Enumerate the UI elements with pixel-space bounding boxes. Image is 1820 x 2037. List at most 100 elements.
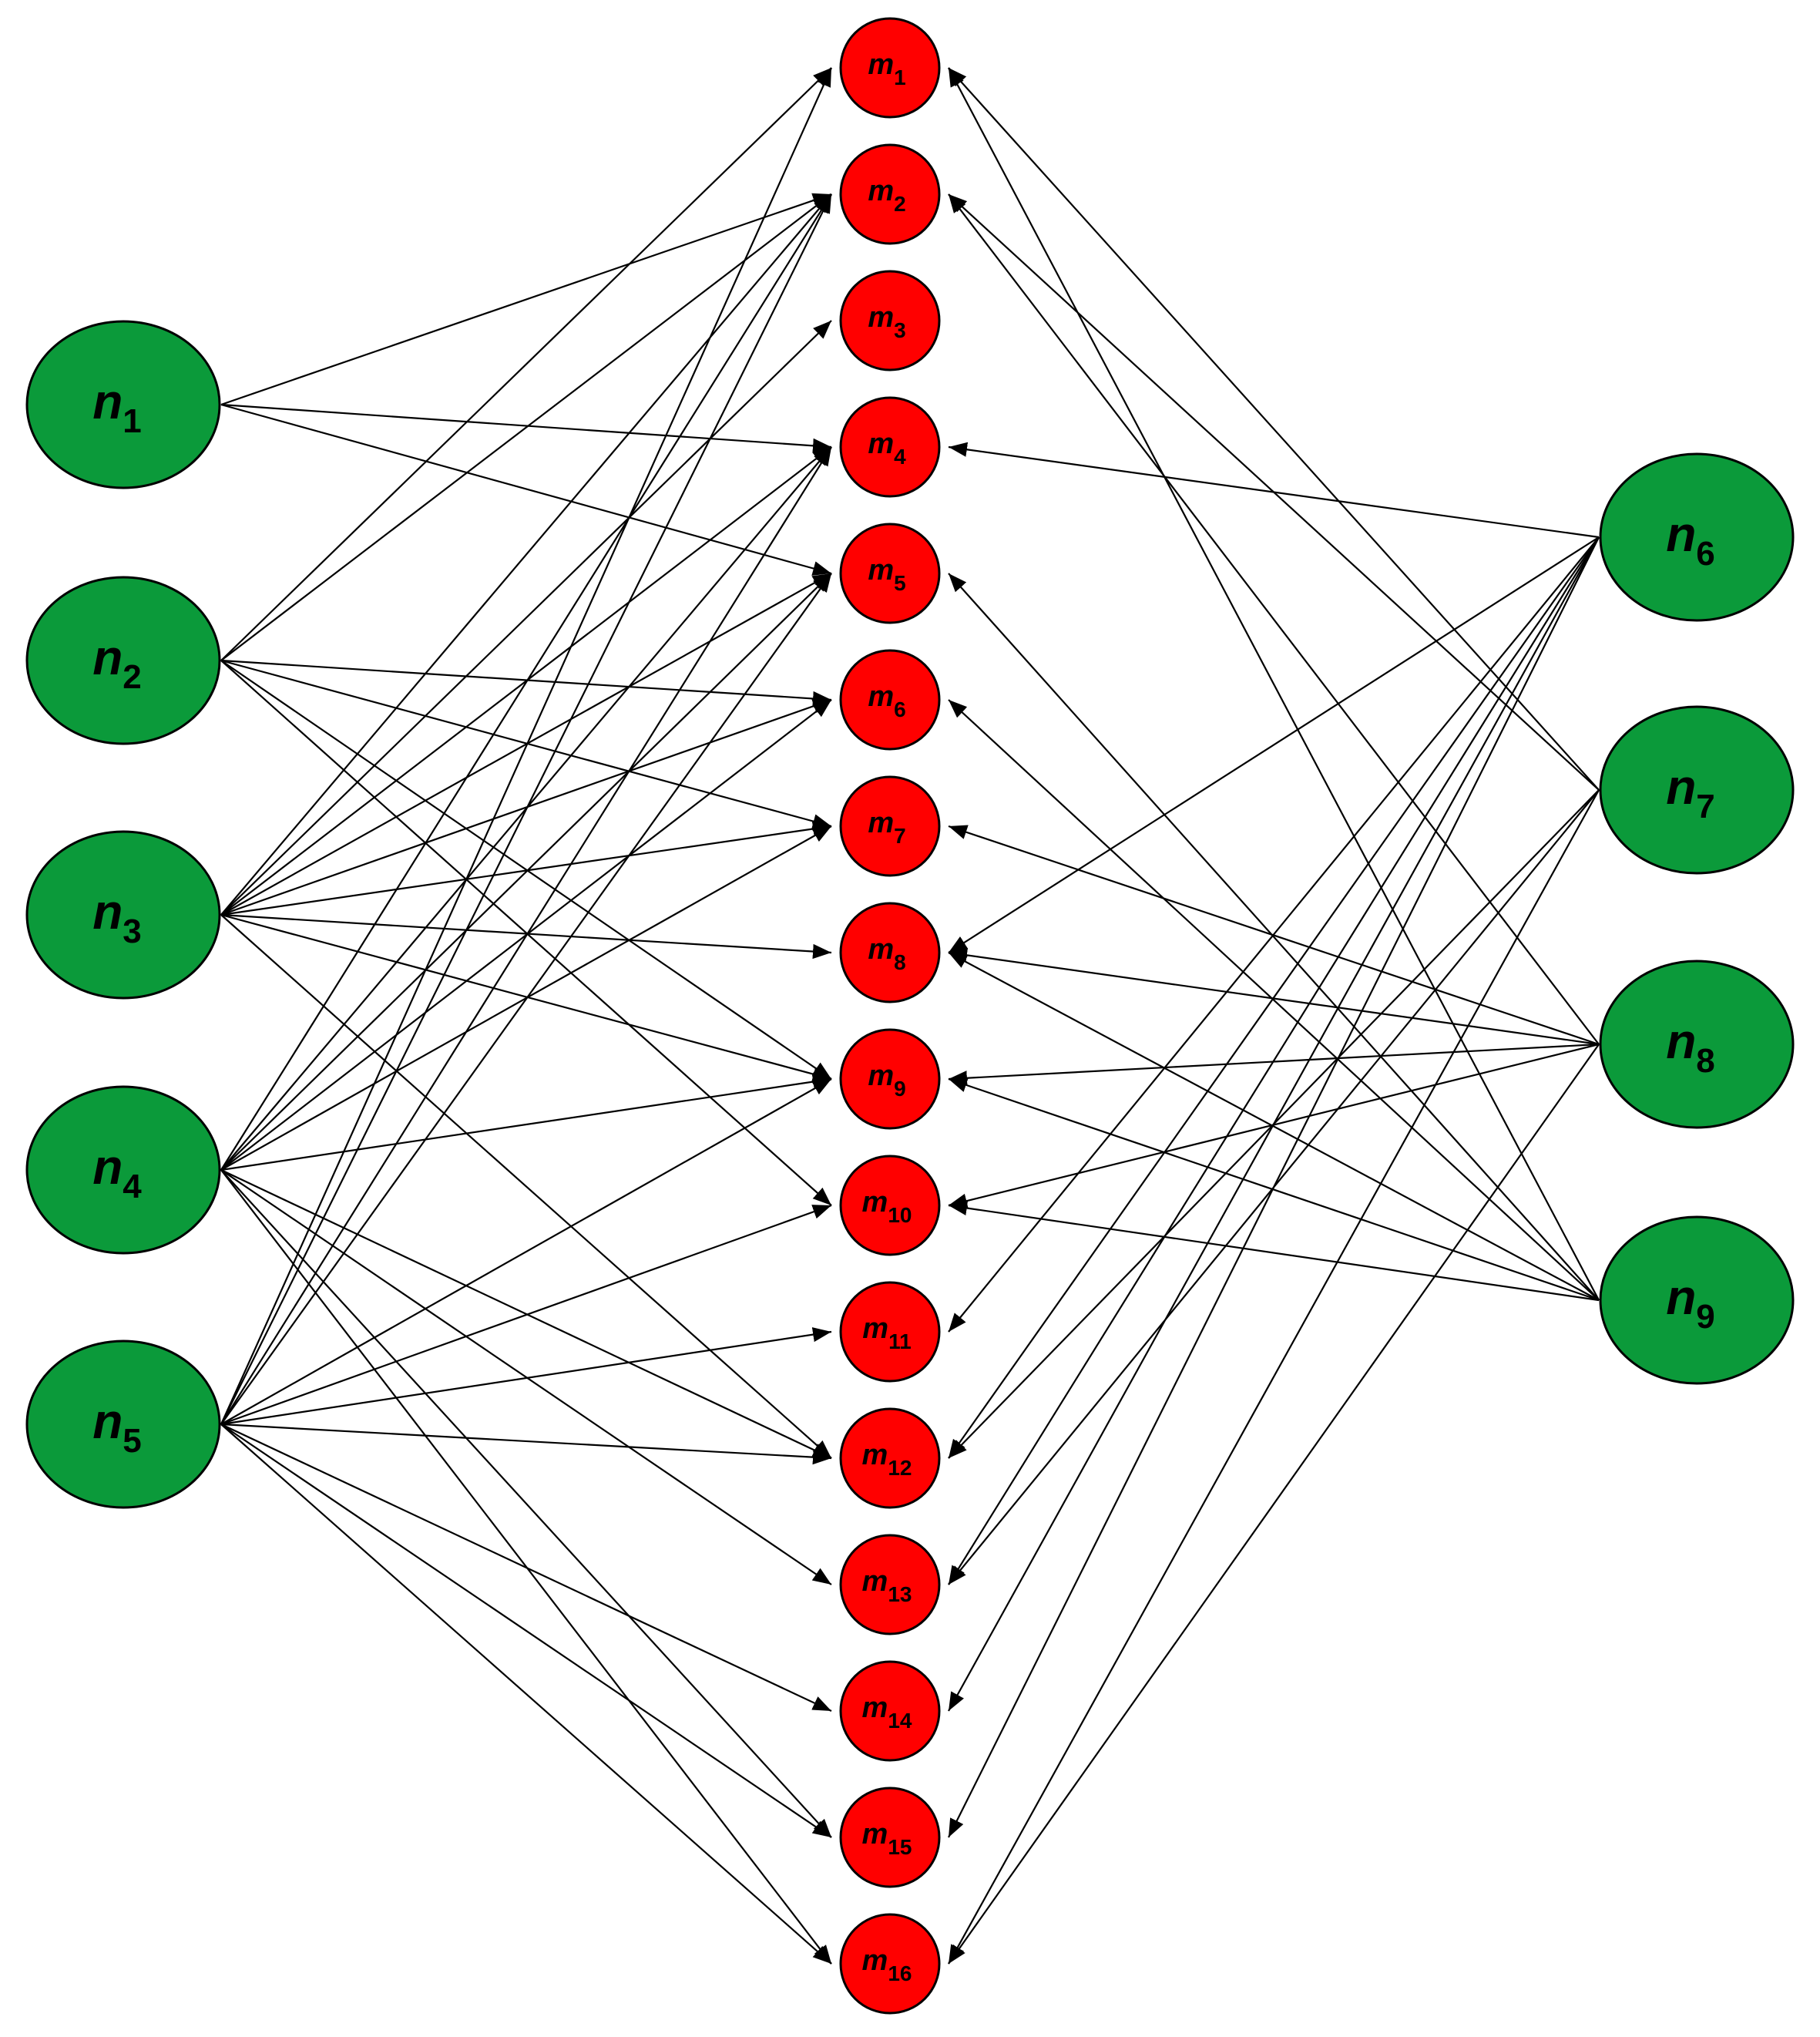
node-label-base: n [92,374,123,429]
node-label-base: n [92,1139,123,1195]
target-node-circle [839,649,941,751]
edge-n7-m13 [948,789,1600,1585]
source-node-label: n5 [92,1393,142,1460]
edge-n5-m16 [220,1424,832,1965]
target-node-circle [839,902,941,1003]
target-node-circle [839,1281,941,1383]
edge-n5-m4 [220,446,832,1425]
node-label-subscript: 15 [888,1835,912,1859]
edge-n2-m1 [220,67,832,661]
node-label-base: m [862,1945,888,1977]
edge-n1-m4 [220,403,832,453]
edge-n8-m10 [948,1043,1600,1208]
source-node-n6: n6 [1599,452,1795,622]
edge-n3-m8 [220,913,832,960]
nodes-layer: n1n2n3n4n5n6n7n8n9m1m2m3m4m5m6m7m8m9m10m… [25,17,1795,2015]
edge-n3-m9 [220,913,832,1082]
edge-n4-m2 [220,193,832,1171]
source-node-n4: n4 [25,1085,221,1255]
target-node-m6: m6 [839,649,941,751]
node-label-base: m [868,428,894,460]
node-label-subscript: 14 [888,1709,912,1733]
target-node-m9: m9 [839,1028,941,1130]
edge-n9-m9 [948,1077,1600,1302]
source-node-n2: n2 [25,576,221,745]
edge-n8-m7 [948,825,1600,1046]
node-label-base: n [92,1393,123,1449]
edge-n3-m12 [220,914,832,1459]
node-label-base: n [92,630,123,685]
target-node-label: m10 [862,1186,912,1227]
target-node-label: m9 [868,1060,905,1101]
edge-n3-m2 [220,193,832,916]
node-label-base: m [868,1060,894,1092]
target-node-m11: m11 [839,1281,941,1383]
target-node-m7: m7 [839,775,941,877]
target-node-circle [839,1028,941,1130]
node-label-subscript: 13 [888,1582,912,1606]
node-label-subscript: 1 [123,402,141,440]
node-label-base: m [862,1439,888,1471]
node-label-subscript: 4 [123,1168,142,1205]
edge-n9-m1 [948,67,1600,1301]
edge-n4-m15 [220,1169,832,1838]
source-node-circle [1599,1215,1795,1385]
edge-n5-m2 [220,193,832,1425]
node-label-base: m [862,1692,888,1724]
target-node-m5: m5 [839,523,941,624]
node-label-subscript: 2 [894,192,906,216]
edge-n5-m9 [220,1078,832,1425]
edge-n5-m1 [220,67,833,1425]
node-label-base: m [868,175,894,207]
target-node-m3: m3 [839,270,941,371]
edge-n2-m2 [220,193,832,661]
node-label-base: m [868,301,894,334]
target-node-label: m14 [862,1692,912,1733]
node-label-subscript: 5 [123,1422,141,1460]
node-label-base: n [1666,1013,1696,1069]
target-node-label: m4 [868,428,906,469]
target-node-label: m7 [868,807,905,848]
target-node-circle [839,1407,941,1509]
node-label-subscript: 9 [894,1077,906,1101]
edge-n8-m9 [948,1043,1600,1086]
source-node-n1: n1 [25,320,221,489]
node-label-subscript: 7 [894,824,906,848]
node-label-base: m [862,1186,888,1219]
target-node-label: m12 [862,1439,912,1480]
target-node-label: m6 [868,681,905,721]
source-node-n3: n3 [25,830,221,1000]
target-node-circle [839,1787,941,1888]
source-node-circle [25,1085,221,1255]
edge-n4-m9 [220,1074,832,1171]
target-node-circle [839,1534,941,1635]
edge-n5-m10 [220,1204,832,1426]
target-node-label: m3 [868,301,905,342]
target-node-m2: m2 [839,143,941,245]
node-label-base: n [1666,759,1696,815]
node-label-base: n [92,884,123,940]
source-node-label: n7 [1666,759,1715,825]
node-label-subscript: 16 [888,1961,912,1985]
source-node-circle [25,576,221,745]
node-label-subscript: 7 [1696,788,1714,825]
edge-n5-m15 [220,1424,832,1838]
edge-n8-m2 [948,193,1600,1045]
source-node-label: n3 [92,884,142,950]
source-node-circle [1599,960,1795,1129]
edge-n8-m8 [948,947,1600,1046]
source-node-circle [25,1340,221,1509]
edge-n9-m10 [948,1200,1600,1302]
target-node-label: m13 [862,1565,912,1606]
edge-n9-m8 [948,952,1600,1301]
edge-n7-m16 [948,789,1600,1965]
edges-layer [220,67,1600,1965]
source-node-label: n6 [1666,506,1715,573]
node-label-base: m [862,1565,888,1598]
source-node-circle [1599,452,1795,622]
source-node-label: n8 [1666,1013,1715,1080]
node-label-subscript: 1 [894,66,906,89]
edge-n5-m11 [220,1327,832,1426]
target-node-m13: m13 [839,1534,941,1635]
target-node-circle [839,1913,941,2015]
